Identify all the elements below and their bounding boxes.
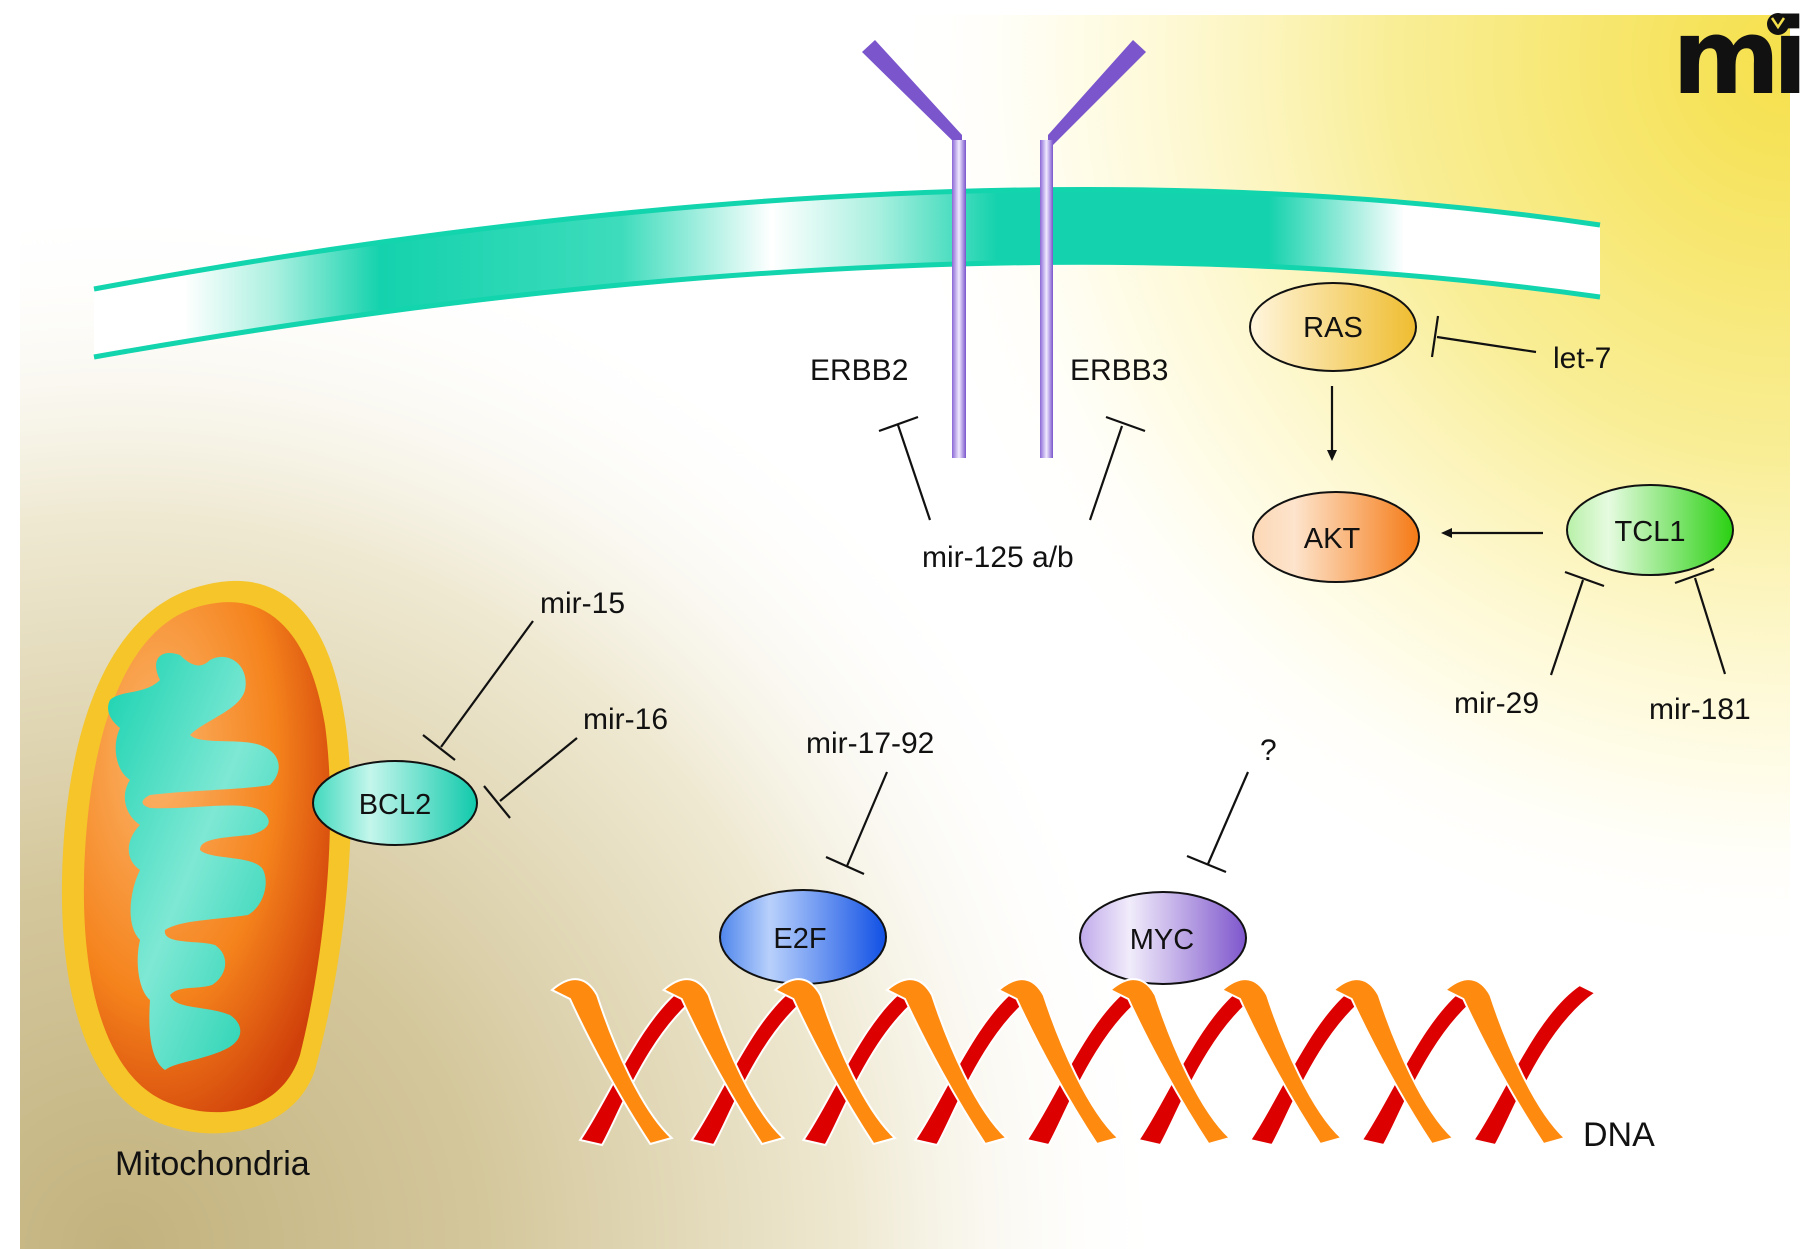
- dna-strand-a-segment: [996, 978, 1121, 1146]
- myc-node[interactable]: MYC: [1079, 891, 1247, 985]
- receptor-erbb3: [1040, 40, 1146, 458]
- dna-strand-a-segment: [550, 978, 674, 1146]
- akt-node[interactable]: AKT: [1252, 491, 1420, 583]
- mir-125-erbb2-inhibition: [878, 415, 932, 521]
- dna-strand-b-segment: [1471, 983, 1598, 1147]
- mir-17-92-label: mir-17-92: [806, 727, 934, 760]
- dna-strand-a-segment: [885, 978, 1009, 1146]
- ras-akt-activation: [1327, 386, 1337, 461]
- tcl1-akt-activation: [1441, 528, 1543, 538]
- mir-29-tcl1-inhibition: [1549, 570, 1605, 676]
- dna-label: DNA: [1583, 1116, 1655, 1154]
- tcl1-label: TCL1: [1615, 516, 1686, 548]
- mitochondria-label: Mitochondria: [115, 1145, 310, 1183]
- dna-strand-a-segment: [1220, 978, 1344, 1146]
- cell-membrane: [93, 186, 1601, 360]
- mir-125-erbb3-inhibition: [1088, 415, 1146, 521]
- dna-strand-a-segment: [1108, 978, 1232, 1146]
- e2f-label: E2F: [773, 923, 826, 955]
- myc-label: MYC: [1130, 924, 1194, 956]
- mir-17-92-e2f-inhibition: [825, 771, 889, 876]
- dna-strand-a-segment: [661, 978, 786, 1146]
- mir-16-label: mir-16: [583, 703, 668, 736]
- journal-logo: mi: [1672, 0, 1800, 118]
- bcl2-label: BCL2: [359, 789, 432, 821]
- let-7-ras-inhibition: [1430, 315, 1537, 358]
- mir-181-tcl1-inhibition: [1674, 567, 1727, 675]
- unknown-regulator-label: ?: [1260, 734, 1277, 767]
- let-7-label: let-7: [1553, 342, 1611, 375]
- bcl2-node[interactable]: BCL2: [312, 760, 478, 846]
- mir-16-bcl2-inhibition: [483, 737, 578, 819]
- erbb2-label: ERBB2: [810, 354, 908, 387]
- ras-label: RAS: [1303, 312, 1363, 344]
- mir-181-label: mir-181: [1649, 693, 1751, 726]
- logo-check-icon: [1770, 17, 1786, 30]
- dna-strand-a-segment: [773, 978, 897, 1146]
- mir-15-bcl2-inhibition: [422, 620, 534, 761]
- unknown-myc-inhibition: [1186, 771, 1250, 874]
- dna-strand-a-segment: [1443, 978, 1567, 1146]
- mir-15-label: mir-15: [540, 587, 625, 620]
- dna-strand-a-segment: [1331, 978, 1456, 1146]
- mir-125-label: mir-125 a/b: [922, 541, 1074, 574]
- erbb3-label: ERBB3: [1070, 354, 1168, 387]
- receptor-erbb2: [862, 40, 966, 458]
- tcl1-node[interactable]: TCL1: [1566, 484, 1734, 576]
- logo-dot-icon: [1767, 13, 1789, 35]
- mitochondrion: [61, 580, 351, 1134]
- akt-label: AKT: [1304, 523, 1361, 555]
- ras-node[interactable]: RAS: [1249, 282, 1417, 372]
- dna-helix: [550, 978, 1598, 1147]
- e2f-node[interactable]: E2F: [719, 889, 887, 985]
- mir-29-label: mir-29: [1454, 687, 1539, 720]
